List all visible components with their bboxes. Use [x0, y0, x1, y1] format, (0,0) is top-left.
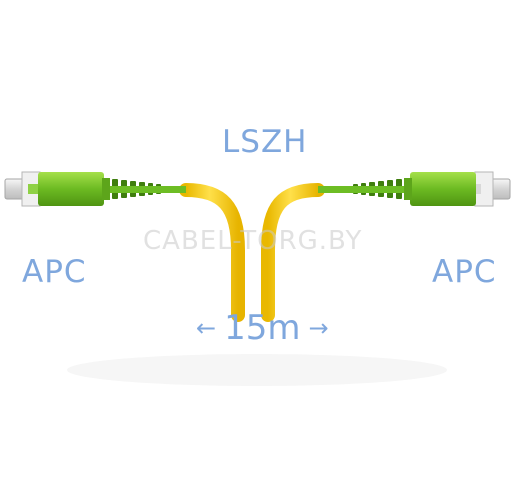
- fiber-cable-left: [179, 183, 245, 322]
- connector-right-label: APC: [432, 254, 497, 290]
- sc-apc-connector-icon-right: [318, 171, 511, 207]
- cable-length-indicator: ← 15m →: [196, 308, 329, 348]
- cable-length-label: 15m: [224, 308, 301, 348]
- fiber-cable-right: [261, 183, 325, 322]
- connector-left-label: APC: [22, 254, 87, 290]
- sc-apc-connector-icon-left: [4, 171, 186, 207]
- jacket-material-label: LSZH: [222, 124, 308, 160]
- arrow-right-icon: →: [308, 314, 329, 342]
- watermark: CABEL-TORG.BY: [143, 226, 363, 256]
- arrow-left-icon: ←: [196, 314, 217, 342]
